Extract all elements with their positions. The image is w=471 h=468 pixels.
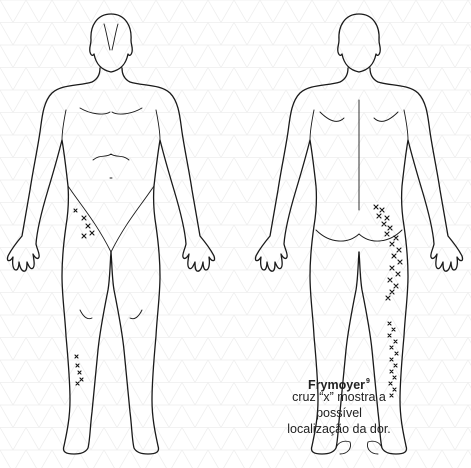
pain-mark bbox=[74, 209, 94, 238]
caption-reference: 9 bbox=[366, 378, 370, 385]
pain-marks bbox=[74, 205, 402, 397]
caption-line-1: cruz “x” mostra a bbox=[292, 390, 386, 405]
caption-line-2: possível bbox=[316, 406, 362, 421]
front-body-figure bbox=[7, 14, 214, 454]
caption-line-3: localização da dor. bbox=[287, 422, 391, 437]
pain-mark bbox=[75, 355, 83, 385]
pain-mark bbox=[388, 322, 398, 397]
pain-mark bbox=[374, 205, 402, 300]
